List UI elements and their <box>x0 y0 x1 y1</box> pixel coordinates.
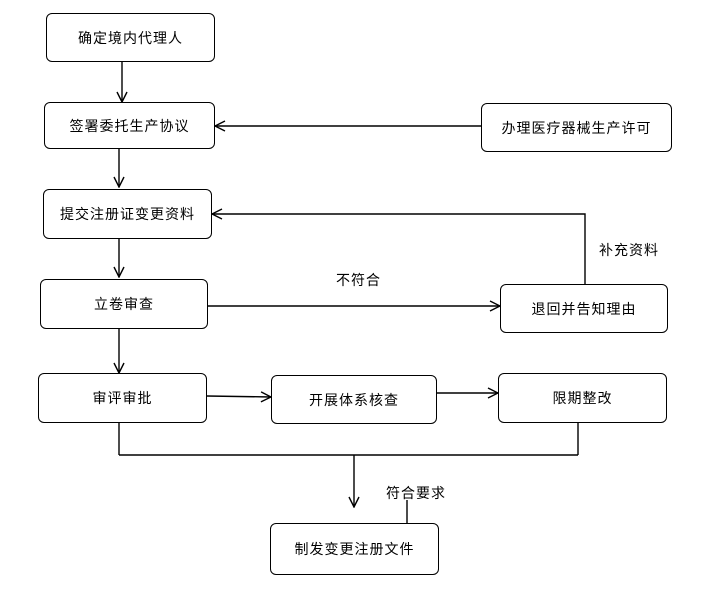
node-device-license: 办理医疗器械生产许可 <box>481 103 672 152</box>
node-sign-agreement: 签署委托生产协议 <box>44 102 215 149</box>
node-review-approve: 审评审批 <box>38 373 207 423</box>
node-file-review: 立卷审查 <box>40 279 208 329</box>
arrow-return-to-submit <box>212 214 586 284</box>
label-meets-requirements: 符合要求 <box>386 486 446 502</box>
node-return-notice: 退回并告知理由 <box>500 284 668 333</box>
label-supplement: 补充资料 <box>599 243 659 259</box>
node-confirm-agent: 确定境内代理人 <box>46 13 215 62</box>
node-system-check: 开展体系核查 <box>271 375 437 424</box>
label-not-conform: 不符合 <box>336 273 381 289</box>
node-submit-materials: 提交注册证变更资料 <box>43 189 212 239</box>
node-rectify: 限期整改 <box>498 373 667 423</box>
node-issue-document: 制发变更注册文件 <box>270 523 439 575</box>
arrow-approve-to-check <box>206 396 271 397</box>
